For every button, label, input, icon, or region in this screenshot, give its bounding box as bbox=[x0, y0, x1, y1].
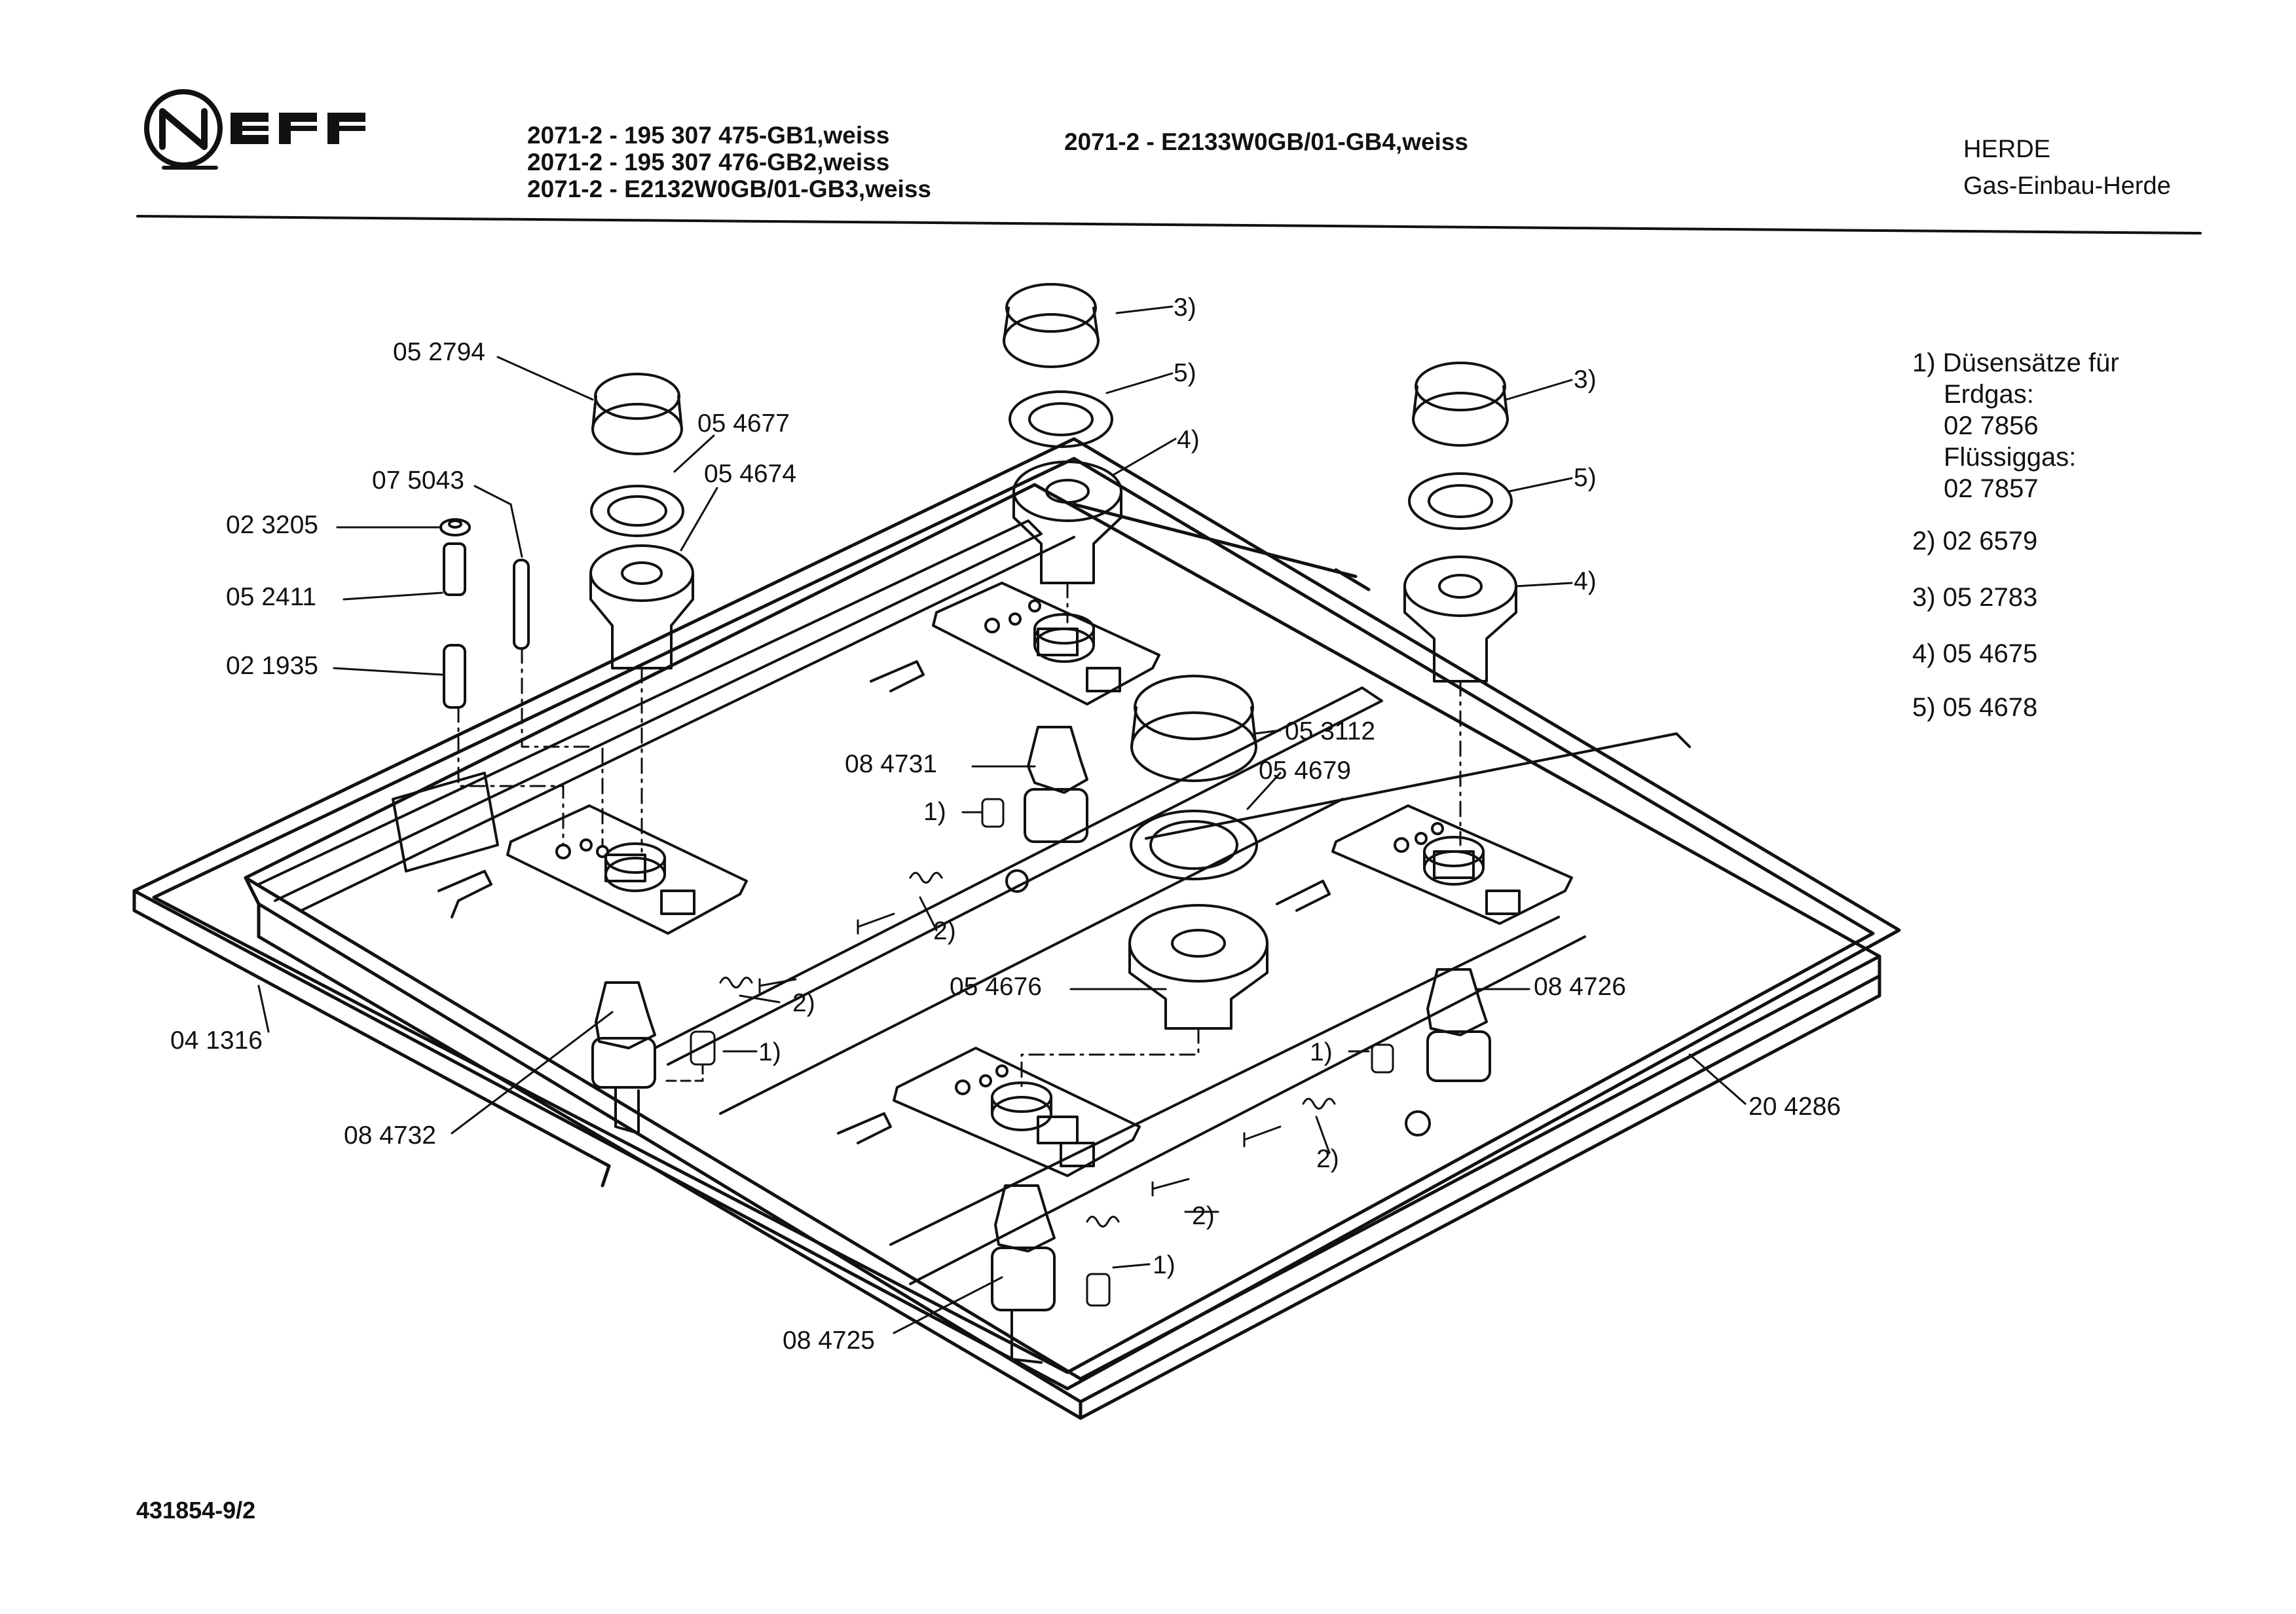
model-line-1: 2071-2 - 195 307 475-GB1,weiss bbox=[527, 122, 890, 149]
ref-marker-5-rear: 5) bbox=[1174, 359, 1196, 387]
burner-bracket-front bbox=[893, 1047, 1141, 1177]
part-label-204286: 20 4286 bbox=[1749, 1093, 1841, 1121]
note-1-title: 1) Düsensätze für bbox=[1912, 348, 2119, 377]
ref-marker-2-right: 2) bbox=[1316, 1145, 1339, 1173]
part-label-084726: 08 4726 bbox=[1534, 973, 1626, 1001]
nozzles-screws-springs bbox=[660, 798, 1394, 1307]
document-number: 431854-9/2 bbox=[136, 1497, 256, 1524]
ref-marker-1-front: 1) bbox=[1153, 1251, 1176, 1279]
header-rule bbox=[136, 215, 2202, 235]
ref-marker-2-front: 2) bbox=[1192, 1202, 1215, 1230]
ref-marker-2-rear: 2) bbox=[933, 917, 956, 945]
ref-marker-1-right: 1) bbox=[1310, 1038, 1333, 1066]
category-title: HERDE bbox=[1963, 136, 2051, 163]
part-label-054674: 05 4674 bbox=[704, 460, 796, 488]
model-list: 2071-2 - 195 307 475-GB1,weiss 2071-2 - … bbox=[527, 122, 931, 202]
gas-taps bbox=[591, 726, 1491, 1364]
notes-block: 1) Düsensätze für Erdgas: 02 7856 Flüssi… bbox=[1912, 347, 2119, 504]
note-5: 5) 05 4678 bbox=[1912, 693, 2038, 722]
tray-clips bbox=[437, 660, 1331, 1144]
part-label-075043: 07 5043 bbox=[372, 466, 464, 495]
leader-lines bbox=[257, 305, 1747, 1334]
part-label-054677: 05 4677 bbox=[697, 409, 790, 438]
cross-rails bbox=[257, 519, 1691, 1285]
note-3: 3) 05 2783 bbox=[1912, 583, 2038, 612]
frame-041316 bbox=[132, 437, 1901, 1391]
note-1-fluessig-label: Flüssiggas: bbox=[1944, 443, 2077, 472]
part-label-054679: 05 4679 bbox=[1259, 757, 1351, 785]
model-line-2: 2071-2 - 195 307 476-GB2,weiss bbox=[527, 149, 890, 176]
part-label-052794: 05 2794 bbox=[393, 338, 485, 366]
burner-heads bbox=[604, 613, 1485, 1131]
part-label-084725: 08 4725 bbox=[783, 1326, 875, 1355]
ref-marker-3-right: 3) bbox=[1574, 366, 1597, 394]
part-label-084732: 08 4732 bbox=[344, 1121, 436, 1150]
part-label-084731: 08 4731 bbox=[845, 750, 937, 778]
right-burner-stack bbox=[1403, 362, 1517, 846]
ref-marker-4-rear: 4) bbox=[1177, 426, 1200, 454]
part-label-023205: 02 3205 bbox=[226, 511, 318, 539]
burner-bracket-left bbox=[506, 804, 748, 935]
note-1-erdgas-label: Erdgas: bbox=[1944, 380, 2034, 409]
ref-marker-3-rear: 3) bbox=[1174, 293, 1196, 322]
category-subtitle: Gas-Einbau-Herde bbox=[1963, 172, 2171, 200]
rear-burner-stack bbox=[1003, 283, 1122, 624]
model-line-3: 2071-2 - E2132W0GB/01-GB3,weiss bbox=[527, 176, 931, 202]
model-line-4: 2071-2 - E2133W0GB/01-GB4,weiss bbox=[1064, 128, 1468, 155]
front-burner-stack bbox=[1020, 675, 1268, 1089]
ref-marker-1-rear: 1) bbox=[923, 798, 946, 826]
part-label-052411: 05 2411 bbox=[226, 583, 317, 611]
note-4: 4) 05 4675 bbox=[1912, 639, 2038, 668]
left-burner-stack bbox=[589, 373, 694, 853]
note-1-erdgas-value: 02 7856 bbox=[1944, 411, 2039, 440]
ref-marker-1-left: 1) bbox=[758, 1038, 781, 1066]
ref-marker-4-right: 4) bbox=[1574, 567, 1597, 595]
part-label-021935: 02 1935 bbox=[226, 652, 318, 680]
ref-marker-5-right: 5) bbox=[1574, 464, 1597, 492]
part-label-054676: 05 4676 bbox=[950, 973, 1042, 1001]
ref-marker-2-left: 2) bbox=[792, 989, 815, 1017]
tray-204286 bbox=[244, 483, 1881, 1420]
part-label-053112: 05 3112 bbox=[1285, 717, 1376, 745]
note-2: 2) 02 6579 bbox=[1912, 527, 2038, 555]
category-heading: HERDE Gas-Einbau-Herde bbox=[1963, 131, 2171, 204]
note-1-fluessig-value: 02 7857 bbox=[1944, 474, 2039, 503]
part-label-041316: 04 1316 bbox=[170, 1026, 263, 1055]
burner-bracket-rear bbox=[932, 582, 1160, 705]
ignition-parts bbox=[392, 518, 604, 873]
neff-logo bbox=[144, 89, 365, 170]
